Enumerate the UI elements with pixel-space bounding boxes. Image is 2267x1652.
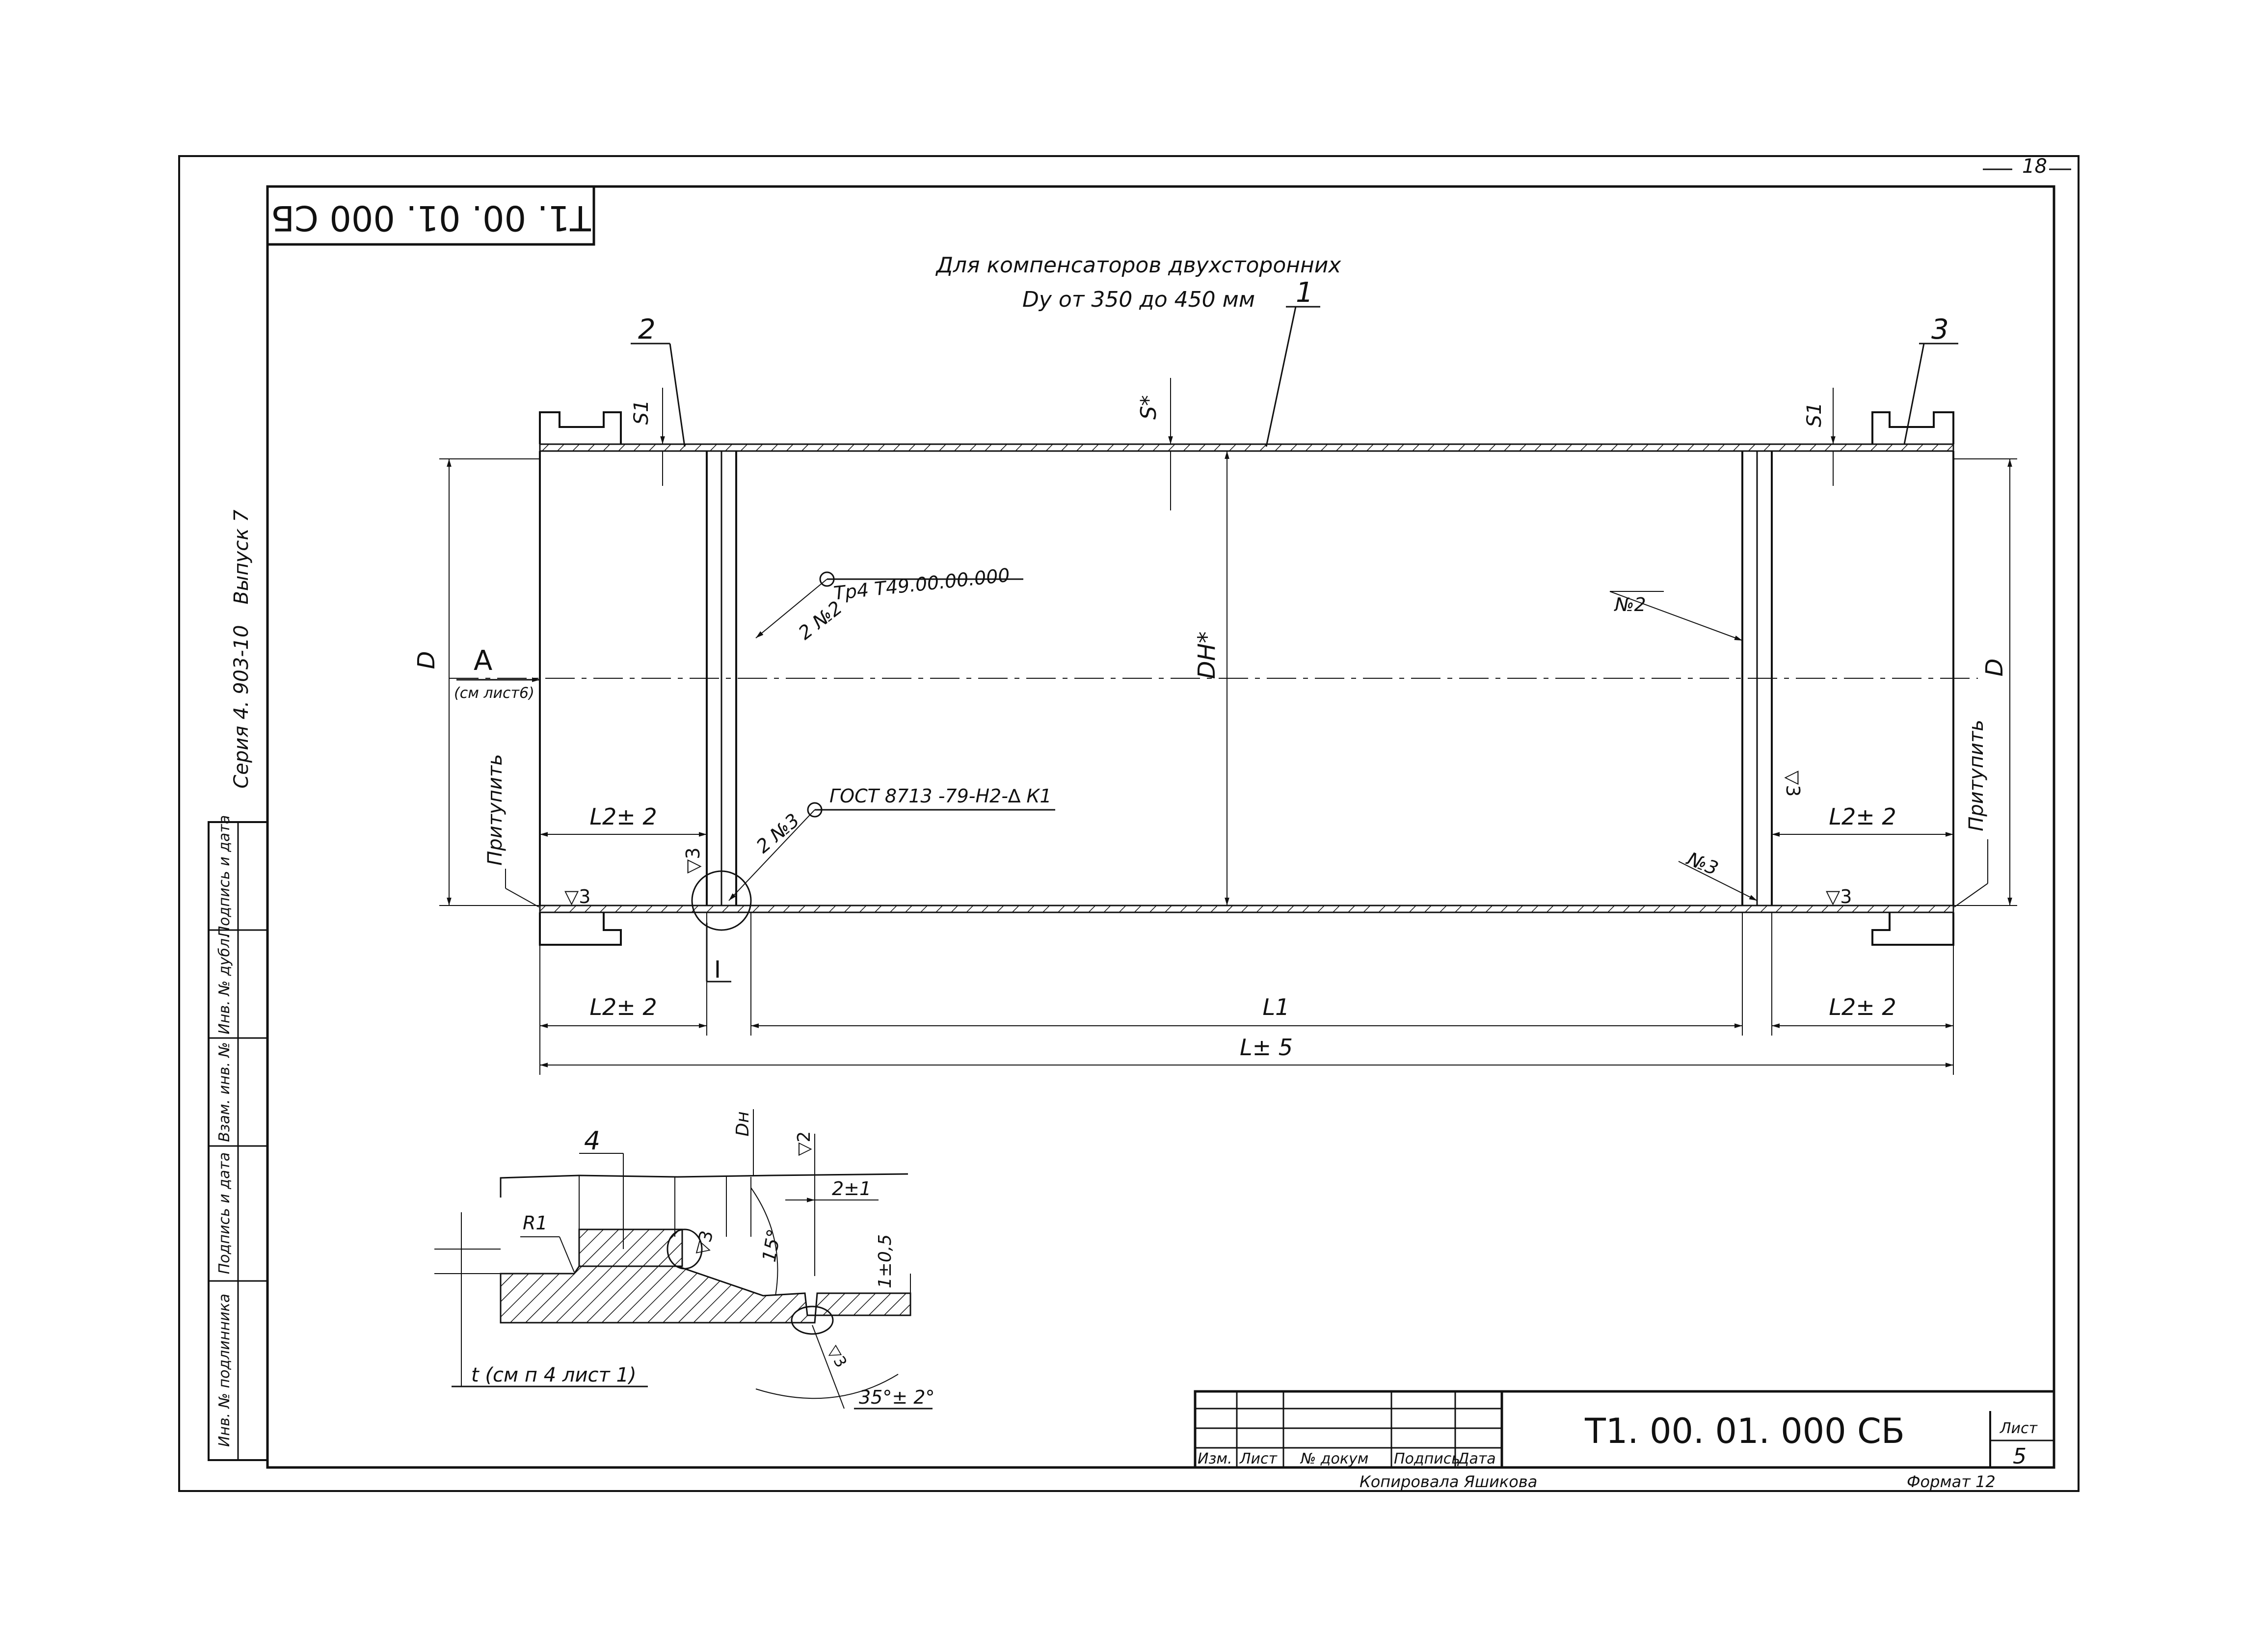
callout-3: 3 — [1931, 314, 1949, 346]
detail-circle — [691, 870, 752, 931]
issue-label: Выпуск 7 — [230, 509, 253, 605]
side-stamp: Инв. № подлинника Подпись и дата Взам. и… — [208, 815, 268, 1461]
stamp-col-data: Дата — [1457, 1450, 1496, 1467]
detail-sleeve-section — [578, 1228, 683, 1267]
callout-4: 4 — [584, 1126, 600, 1156]
side-stamp-cell-2: Подпись и дата — [216, 1152, 233, 1275]
weld-ref-circle — [819, 571, 835, 587]
stamp-col-podpis: Подпись — [1394, 1450, 1460, 1467]
stamp-col-list: Лист — [1239, 1450, 1278, 1467]
gost-label: ГОСТ 8713 -79-Н2-∆ К1 — [829, 785, 1052, 807]
detail-land: 1±0,5 — [875, 1234, 895, 1288]
detail-marker: I — [714, 956, 721, 984]
title-block: Изм. Лист № докум Подпись Дата Т1. 00. 0… — [1194, 1390, 2055, 1469]
callouts: 2 1 3 — [631, 277, 1958, 447]
stamp-col-ndokum: № докум — [1300, 1450, 1368, 1467]
copied-by: Копировала Яшикова — [1360, 1472, 1537, 1491]
dim-dn-star: DН* — [1193, 631, 1221, 679]
callout-2: 2 — [638, 314, 656, 346]
rough-right-vert: ▽3 — [1782, 771, 1804, 797]
gost-weld-circle — [807, 802, 823, 818]
detail-t-note: t (см п 4 лист 1) — [471, 1364, 637, 1386]
detail-gap: 2±1 — [832, 1178, 871, 1199]
detail-view: R1 4 Dн ▽2 2±1 15° 1±0,5 ▽3 ▽3 t (см п 4… — [434, 1109, 934, 1410]
page-number: 18 — [2022, 155, 2047, 178]
dim-s-star: S* — [1136, 395, 1161, 420]
detail-pipe-section — [500, 1265, 911, 1324]
pipe-wall-bottom — [539, 905, 1954, 913]
series-label: Серия 4. 903-10 — [230, 625, 253, 788]
outer-frame — [178, 155, 2080, 1492]
dimensions: S1 S* S1 D D DН* L2± 2 L2± 2 — [413, 378, 2017, 1075]
dim-l2-lower-left: L2± 2 — [589, 994, 657, 1020]
drawing-title-line1: Для компенсаторов двухсторонних — [935, 253, 1342, 278]
weld-no3-left: 2 №3 — [752, 809, 804, 857]
doc-code: Т1. 00. 01. 000 СБ — [1584, 1411, 1905, 1451]
dim-l2-upper-right: L2± 2 — [1829, 803, 1896, 830]
weld-no3-right: №3 — [1683, 848, 1721, 879]
inverted-code-box — [266, 185, 595, 246]
dim-s1-right: S1 — [1803, 402, 1826, 427]
pipe-assembly: I — [449, 411, 1978, 984]
dim-l2-upper-left: L2± 2 — [589, 803, 657, 830]
doc-code-inverted: Т1. 00. 01. 000 СБ — [271, 198, 591, 238]
side-stamp-cell-5: Подпись и дата — [216, 815, 233, 937]
detail-rough2: ▽2 — [794, 1131, 814, 1156]
side-stamp-cell-4: Инв. № дубл. — [216, 933, 233, 1034]
side-stamp-cell-3: Взам. инв. № — [216, 1042, 233, 1142]
stamp-sheet-label: Лист — [2000, 1420, 2038, 1437]
detail-dn: Dн — [733, 1111, 753, 1136]
pritupit-right: Притупить — [1965, 719, 1988, 831]
dim-l2-lower-right: L2± 2 — [1829, 994, 1896, 1020]
dim-d-right: D — [1981, 659, 2008, 677]
callout-1: 1 — [1296, 277, 1313, 309]
drawing-title-line2: Dy от 350 до 450 мм — [1022, 287, 1255, 312]
pritupit-left: Притупить — [484, 754, 507, 865]
dim-l1: L1 — [1263, 994, 1290, 1020]
view-a-letter: А — [474, 645, 492, 677]
detail-rough3: ▽3 — [692, 1228, 718, 1257]
detail-angle15: 15° — [758, 1227, 785, 1264]
rough-left-vert: ▽3 — [682, 848, 704, 874]
view-a-ref: (см лист6) — [454, 685, 534, 702]
dim-d-left: D — [413, 651, 440, 669]
weld-no2-right: №2 — [1614, 594, 1646, 615]
dim-s1-left: S1 — [630, 400, 653, 425]
stamp-sheet-number: 5 — [2013, 1444, 2027, 1469]
detail-bevel: 35°± 2° — [859, 1386, 934, 1408]
detail-r1: R1 — [523, 1212, 548, 1234]
weld-ref-label: 2 №2 — [794, 597, 846, 644]
stamp-col-izm: Изм. — [1198, 1450, 1232, 1467]
side-stamp-cell-1: Инв. № подлинника — [216, 1294, 233, 1447]
dim-l-total: L± 5 — [1240, 1034, 1293, 1061]
rough-right: ▽3 — [1826, 886, 1852, 907]
rough-left: ▽3 — [564, 886, 590, 907]
pipe-wall-top — [539, 443, 1954, 452]
weld-ref-doc: Тр4 Т49.00.00.000 — [832, 564, 1011, 604]
format-label: Формат 12 — [1907, 1472, 1996, 1491]
